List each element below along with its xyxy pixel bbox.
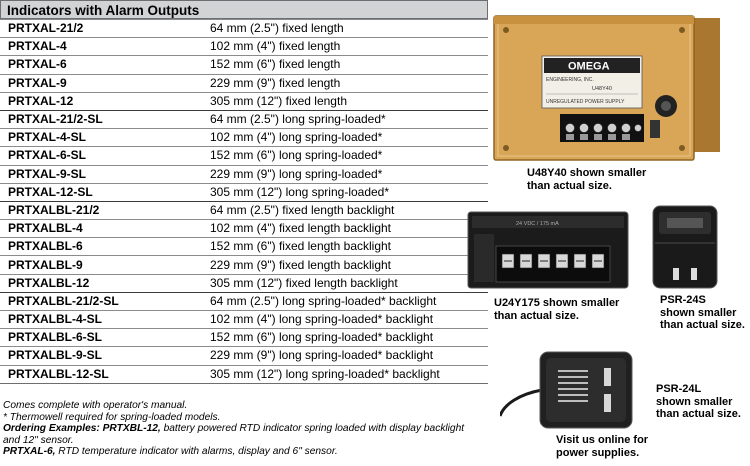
notes: Comes complete with operator's manual. *… <box>3 400 473 458</box>
note-thermowell: * Thermowell required for spring-loaded … <box>3 411 221 423</box>
model-description-cell: 102 mm (4") long spring-loaded* backligh… <box>202 309 488 329</box>
model-number-cell: PRTXALBL-21/2 <box>0 200 202 220</box>
model-description-cell: 64 mm (2.5") long spring-loaded* <box>202 109 488 129</box>
psr24l-caption-line2: shown smaller <box>656 395 733 408</box>
model-number-cell: PRTXAL-21/2 <box>0 18 202 38</box>
model-number-cell: PRTXAL-6 <box>0 55 202 75</box>
model-description-cell: 152 mm (6") fixed length <box>202 55 488 75</box>
model-description-cell: 102 mm (4") fixed length backlight <box>202 219 488 238</box>
model-number-cell: PRTXALBL-9-SL <box>0 346 202 366</box>
psr24s-caption: PSR-24S shown smaller than actual size. <box>660 294 745 332</box>
models-table-section: Indicators with Alarm Outputs PRTXAL-21/… <box>0 0 488 384</box>
model-description-cell: 305 mm (12") long spring-loaded* <box>202 182 488 202</box>
model-number-cell: PRTXALBL-12 <box>0 273 202 293</box>
ordering-example-2-label: PRTXAL-6, <box>3 446 56 457</box>
u48y40-caption-line2: than actual size. <box>527 179 612 192</box>
visit-online-note: Visit us online for power supplies. <box>556 434 648 459</box>
model-description-cell: 305 mm (12") long spring-loaded* backlig… <box>202 364 488 384</box>
ordering-example-1-text: battery powered RTD indicator spring loa… <box>3 423 465 446</box>
u48y40-brand-text: OMEGA <box>568 61 610 73</box>
note-manual: Comes complete with operator's manual. <box>3 400 188 411</box>
model-description-cell: 152 mm (6") fixed length backlight <box>202 237 488 256</box>
u24y175-caption-line1: U24Y175 shown smaller <box>494 297 620 309</box>
model-description-cell: 152 mm (6") long spring-loaded* <box>202 146 488 165</box>
model-number-cell: PRTXALBL-4 <box>0 219 202 238</box>
model-description-cell: 229 mm (9") fixed length backlight <box>202 255 488 275</box>
model-number-cell: PRTXALBL-21/2-SL <box>0 291 202 311</box>
model-number-cell: PRTXALBL-9 <box>0 255 202 275</box>
model-description-cell: 102 mm (4") long spring-loaded* <box>202 128 488 147</box>
u24y175-caption-line2: than actual size. <box>494 309 579 322</box>
u48y40-plate-label-text: UNREGULATED POWER SUPPLY <box>546 99 625 105</box>
visit-online-line2: power supplies. <box>556 446 640 459</box>
psr24l-caption-line1: PSR-24L <box>656 383 702 395</box>
ordering-example-1-label: Ordering Examples: PRTXBL-12, <box>3 423 161 434</box>
model-number-cell: PRTXALBL-6 <box>0 237 202 256</box>
u48y40-plate-model-text: U48Y40 <box>592 86 612 92</box>
model-number-cell: PRTXAL-9-SL <box>0 164 202 184</box>
psr24s-caption-line1: PSR-24S <box>660 294 706 306</box>
model-description-cell: 229 mm (9") fixed length <box>202 73 488 93</box>
ordering-example-2-text: RTD temperature indicator with alarms, d… <box>55 446 338 457</box>
model-number-cell: PRTXAL-12 <box>0 91 202 111</box>
u48y40-power-supply-photo: OMEGA ENGINEERING, INC. U48Y40 UNREGULAT… <box>493 15 720 161</box>
ordering-example-2: PRTXAL-6, RTD temperature indicator with… <box>3 446 473 458</box>
psr24l-caption-line3: than actual size. <box>656 408 741 420</box>
model-description-cell: 152 mm (6") long spring-loaded* backligh… <box>202 328 488 347</box>
model-number-cell: PRTXALBL-12-SL <box>0 364 202 384</box>
u24y175-caption: U24Y175 shown smaller than actual size. <box>494 297 619 322</box>
model-description-cell: 305 mm (12") fixed length <box>202 91 488 111</box>
model-description-cell: 305 mm (12") fixed length backlight <box>202 273 488 293</box>
psr24s-caption-line3: than actual size. <box>660 319 745 331</box>
model-number-cell: PRTXAL-21/2-SL <box>0 109 202 129</box>
model-number-cell: PRTXALBL-4-SL <box>0 309 202 329</box>
model-number-cell: PRTXAL-4 <box>0 37 202 56</box>
psr24s-caption-line2: shown smaller <box>660 306 737 319</box>
table-title: Indicators with Alarm Outputs <box>0 0 488 19</box>
model-number-cell: PRTXALBL-6-SL <box>0 328 202 347</box>
model-description-cell: 102 mm (4") fixed length <box>202 37 488 56</box>
psr24s-wall-adapter-photo <box>652 205 718 289</box>
model-description-cell: 64 mm (2.5") fixed length <box>202 18 488 38</box>
u48y40-caption: U48Y40 shown smaller than actual size. <box>527 167 646 192</box>
u24y175-power-supply-photo: 24 VDC / 175 mA <box>467 211 629 289</box>
model-number-cell: PRTXAL-12-SL <box>0 182 202 202</box>
visit-online-line1: Visit us online for <box>556 434 649 446</box>
model-description-cell: 64 mm (2.5") long spring-loaded* backlig… <box>202 291 488 311</box>
psr24l-adapter-photo <box>500 351 633 429</box>
u48y40-brand-sub-text: ENGINEERING, INC. <box>546 77 594 83</box>
model-number-cell: PRTXAL-9 <box>0 73 202 93</box>
u24y175-plate-text: 24 VDC / 175 mA <box>516 221 559 227</box>
model-number-cell: PRTXAL-6-SL <box>0 146 202 165</box>
model-description-cell: 229 mm (9") long spring-loaded* backligh… <box>202 346 488 366</box>
ordering-example-1: Ordering Examples: PRTXBL-12, battery po… <box>3 423 473 446</box>
psr24l-caption: PSR-24L shown smaller than actual size. <box>656 383 741 421</box>
model-description-cell: 64 mm (2.5") fixed length backlight <box>202 200 488 220</box>
u48y40-caption-line1: U48Y40 shown smaller <box>527 167 647 179</box>
model-description-cell: 229 mm (9") long spring-loaded* <box>202 164 488 184</box>
model-number-cell: PRTXAL-4-SL <box>0 128 202 147</box>
